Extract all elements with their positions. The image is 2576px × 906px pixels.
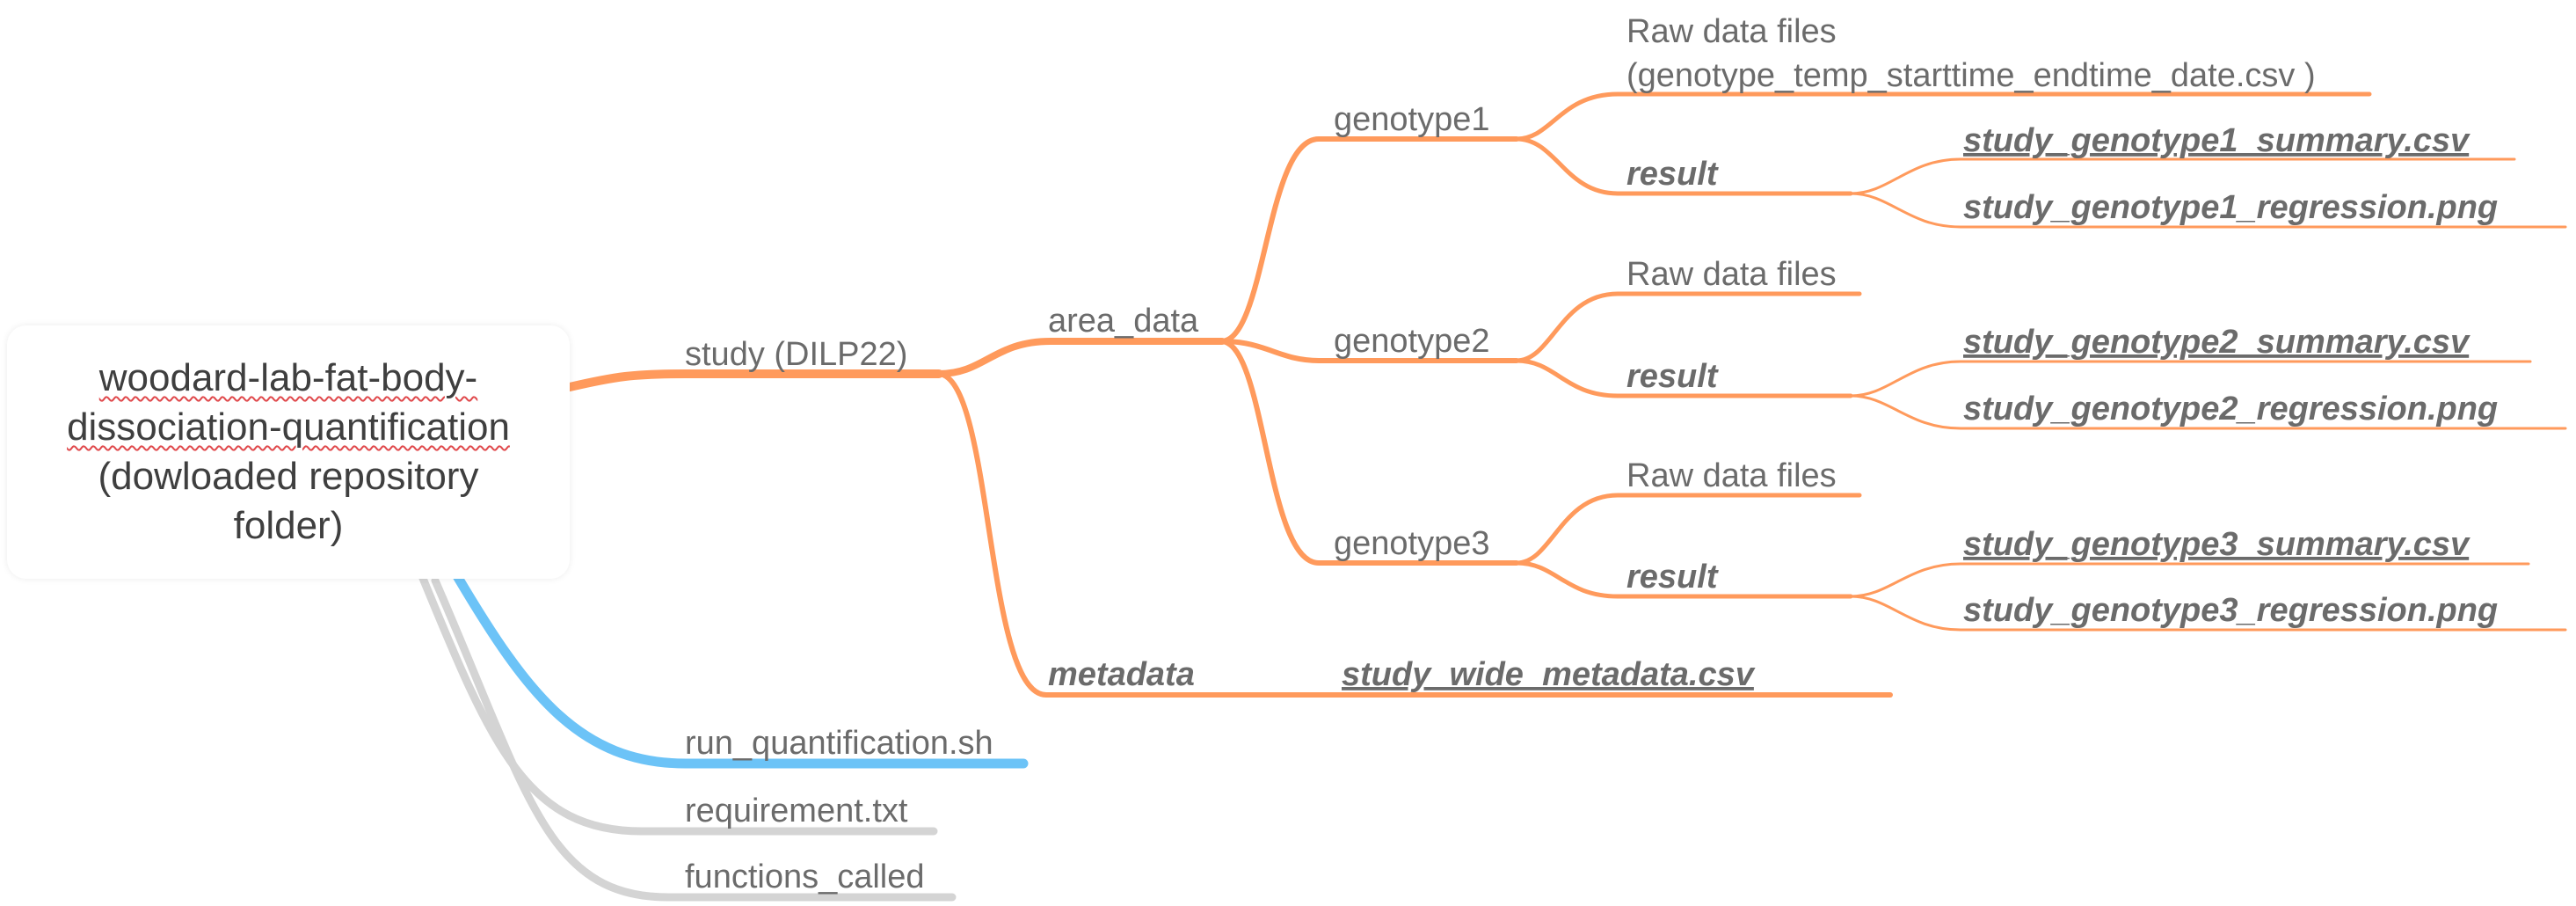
branch-g2-regression bbox=[1849, 394, 2567, 430]
branch-g2-summary bbox=[1849, 360, 2532, 398]
root-line-3: (dowloaded repository bbox=[98, 455, 479, 498]
node-g1-result[interactable]: result bbox=[1626, 156, 1719, 193]
branch-g1-result bbox=[1514, 136, 1853, 196]
branch-g2-result bbox=[1514, 358, 1853, 398]
branch-g3-result bbox=[1514, 560, 1853, 599]
node-g2-result[interactable]: result bbox=[1626, 358, 1719, 395]
node-labels: study (DILP22) area_data metadata study_… bbox=[685, 13, 2498, 895]
node-study[interactable]: study (DILP22) bbox=[685, 336, 907, 373]
branch-g3-summary bbox=[1849, 562, 2530, 598]
branch-g1-raw bbox=[1514, 91, 2372, 142]
node-g1-summary[interactable]: study_genotype1_summary.csv bbox=[1963, 122, 2470, 159]
branch-study-areadata bbox=[935, 338, 1226, 377]
gray-branches bbox=[418, 572, 957, 902]
node-functions-called[interactable]: functions_called bbox=[685, 859, 925, 895]
branch-study-metadata bbox=[936, 371, 1229, 698]
node-g3-raw[interactable]: Raw data files bbox=[1626, 457, 1837, 494]
node-metadata-file[interactable]: study_wide_metadata.csv bbox=[1342, 656, 1756, 693]
branch-run-quantification bbox=[452, 571, 1029, 769]
branch-areadata-g2 bbox=[1219, 339, 1519, 363]
orange-branches bbox=[565, 91, 2567, 698]
root-line-2: dissociation-quantification bbox=[67, 406, 510, 449]
root-line-1: woodard-lab-fat-body- bbox=[98, 356, 478, 399]
node-g2-summary[interactable]: study_genotype2_summary.csv bbox=[1963, 324, 2470, 361]
node-g2-raw[interactable]: Raw data files bbox=[1626, 256, 1837, 293]
node-metadata[interactable]: metadata bbox=[1048, 656, 1195, 693]
node-run-quantification[interactable]: run_quantification.sh bbox=[685, 725, 993, 762]
node-genotype3[interactable]: genotype3 bbox=[1334, 525, 1490, 562]
node-g3-summary[interactable]: study_genotype3_summary.csv bbox=[1963, 526, 2470, 563]
branch-functions bbox=[431, 576, 957, 902]
node-g1-regression[interactable]: study_genotype1_regression.png bbox=[1963, 189, 2498, 226]
branch-areadata-g1 bbox=[1219, 136, 1519, 344]
blue-branch bbox=[452, 571, 1029, 769]
node-genotype1[interactable]: genotype1 bbox=[1334, 101, 1490, 138]
node-genotype2[interactable]: genotype2 bbox=[1334, 323, 1490, 360]
root-node-label: woodard-lab-fat-body- dissociation-quant… bbox=[67, 354, 510, 551]
branch-root-study bbox=[565, 369, 943, 391]
node-requirement[interactable]: requirement.txt bbox=[685, 793, 908, 829]
node-g1-raw-line1[interactable]: Raw data files bbox=[1626, 13, 1837, 50]
node-g3-regression[interactable]: study_genotype3_regression.png bbox=[1963, 592, 2498, 629]
branch-g1-regression bbox=[1849, 192, 2567, 229]
root-line-4: folder) bbox=[233, 504, 344, 547]
root-node[interactable]: woodard-lab-fat-body- dissociation-quant… bbox=[7, 325, 570, 579]
node-area-data[interactable]: area_data bbox=[1048, 303, 1199, 340]
node-g3-result[interactable]: result bbox=[1626, 559, 1719, 595]
branch-g3-regression bbox=[1849, 595, 2567, 632]
branch-g3-raw bbox=[1514, 493, 1862, 566]
branch-g2-raw bbox=[1514, 291, 1862, 363]
node-g2-regression[interactable]: study_genotype2_regression.png bbox=[1963, 391, 2498, 427]
branch-areadata-g3 bbox=[1219, 339, 1519, 566]
branch-g1-summary bbox=[1849, 157, 2516, 195]
node-g1-raw-line2[interactable]: (genotype_temp_starttime_endtime_date.cs… bbox=[1626, 57, 2316, 94]
